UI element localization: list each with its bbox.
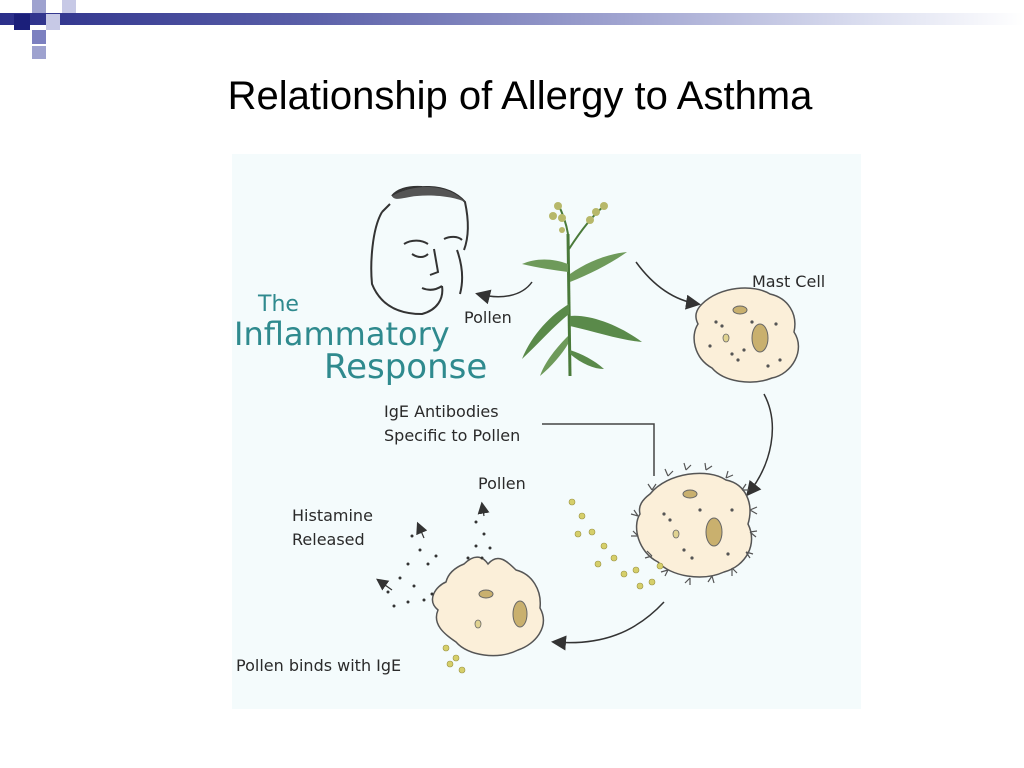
header-gradient-bar — [0, 13, 1024, 25]
logo-square-light — [32, 46, 46, 59]
histamine-arrow-mid — [416, 521, 428, 539]
histamine-arrow-right — [477, 501, 490, 517]
arrow-down — [746, 393, 774, 497]
slide-title: Relationship of Allergy to Asthma — [227, 74, 813, 118]
ige-connector-line — [542, 423, 655, 476]
arrow-to-mast-cell — [635, 261, 701, 310]
headline-the: The — [258, 292, 299, 317]
logo-square-light — [46, 14, 60, 30]
mast-cell-icon — [693, 287, 800, 383]
label-mast-cell: Mast Cell — [752, 272, 826, 291]
diagram-artwork — [370, 185, 800, 674]
logo-square-mid — [62, 0, 76, 13]
inflammatory-response-figure: The Inflammatory Response Pollen Mast Ce… — [232, 154, 861, 709]
arrow-to-face — [475, 281, 533, 305]
arrow-to-reacting-cell — [551, 601, 665, 651]
label-histamine-line1: Histamine — [292, 506, 373, 525]
face-sketch — [370, 185, 469, 316]
logo-square-light — [32, 0, 46, 13]
label-pollen-middle: Pollen — [478, 474, 526, 493]
sensitized-mast-cell-icon — [630, 462, 758, 585]
label-histamine-line2: Released — [292, 530, 365, 549]
headline-inflammatory: Inflammatory — [234, 315, 450, 353]
headline-response: Response — [324, 347, 488, 387]
pollen-grains — [442, 498, 664, 674]
histamine-dots — [386, 520, 492, 608]
label-ige-line2: Specific to Pollen — [384, 426, 521, 445]
logo-square-dark — [14, 14, 30, 30]
histamine-arrow-left — [376, 578, 393, 591]
logo-square-mid — [32, 30, 46, 44]
hair-icon — [392, 186, 465, 202]
label-pollen-top: Pollen — [464, 308, 512, 327]
reacting-mast-cell-icon — [431, 556, 545, 657]
plant-icon — [522, 202, 642, 377]
label-ige-line1: IgE Antibodies — [384, 402, 499, 421]
label-pollen-binds: Pollen binds with IgE — [236, 656, 402, 675]
